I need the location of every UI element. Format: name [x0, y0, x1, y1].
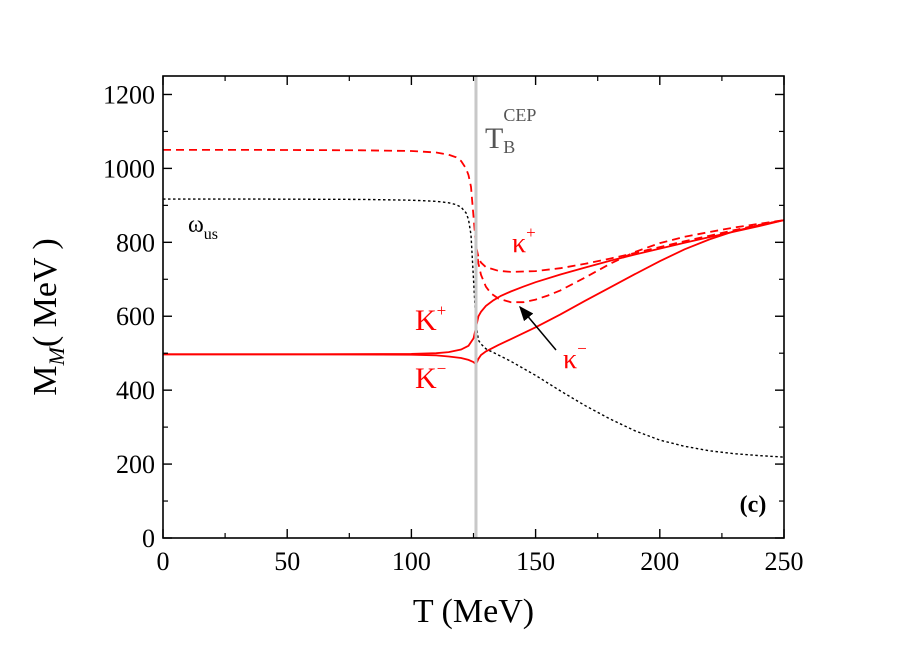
cep-label-main: T: [485, 122, 503, 155]
ticks-layer: 0 50 100 150 200 250 0 200 400 600 800 1000 1200: [103, 76, 804, 576]
x-tick-label: 0: [157, 547, 170, 576]
y-tick-label: 200: [116, 450, 155, 479]
panel-label: (c): [740, 492, 767, 518]
K-plus-sup: +: [437, 301, 447, 320]
K-minus-sup: −: [437, 359, 447, 378]
x-tick-label: 200: [640, 547, 679, 576]
omega-us-label: ωus: [188, 212, 218, 243]
K-plus-main: K: [415, 304, 437, 337]
K-plus-label: K+: [415, 301, 446, 337]
series-kappa_minus: [475, 219, 785, 304]
K-minus-label: K−: [415, 359, 446, 395]
omega-sub: us: [204, 226, 218, 243]
y-tick-label: 1000: [103, 154, 155, 183]
cep-label-sup: CEP: [503, 105, 536, 125]
series-K_plus: [163, 219, 785, 356]
series-omega_us: [163, 198, 785, 458]
series-kappa_plus: [163, 149, 785, 273]
series-K_minus: [163, 219, 785, 366]
y-tick-label: 400: [116, 376, 155, 405]
x-tick-label: 150: [516, 547, 555, 576]
cep-label: TB CEP: [485, 105, 536, 157]
kappa-plus-sup: +: [526, 223, 536, 242]
x-tick-label: 250: [765, 547, 804, 576]
kappa-minus-sup: −: [577, 339, 587, 358]
y-axis-label-unit: ( MeV ): [27, 238, 64, 347]
plot-frame: [162, 75, 785, 539]
y-axis-label-main: M: [27, 366, 64, 396]
kappa-plus-main: κ: [512, 228, 526, 259]
y-tick-label: 0: [142, 524, 155, 553]
y-tick-label: 1200: [103, 80, 155, 109]
kappa-minus-label: κ−: [563, 339, 587, 375]
kappa-minus-main: κ: [563, 344, 577, 375]
y-axis-label: MM( MeV ): [27, 238, 69, 395]
y-tick-label: 600: [116, 302, 155, 331]
cep-label-sub: B: [503, 137, 515, 157]
kappa-plus-label: κ+: [512, 223, 536, 259]
omega-main: ω: [188, 212, 204, 238]
x-axis-label: T (MeV): [413, 593, 534, 630]
kappa-minus-arrow: [519, 305, 557, 351]
x-tick-label: 50: [274, 547, 300, 576]
K-minus-main: K: [415, 362, 437, 395]
x-tick-label: 100: [392, 547, 431, 576]
y-tick-label: 800: [116, 228, 155, 257]
series-layer: [163, 149, 785, 458]
y-axis-label-sub: M: [44, 346, 69, 367]
